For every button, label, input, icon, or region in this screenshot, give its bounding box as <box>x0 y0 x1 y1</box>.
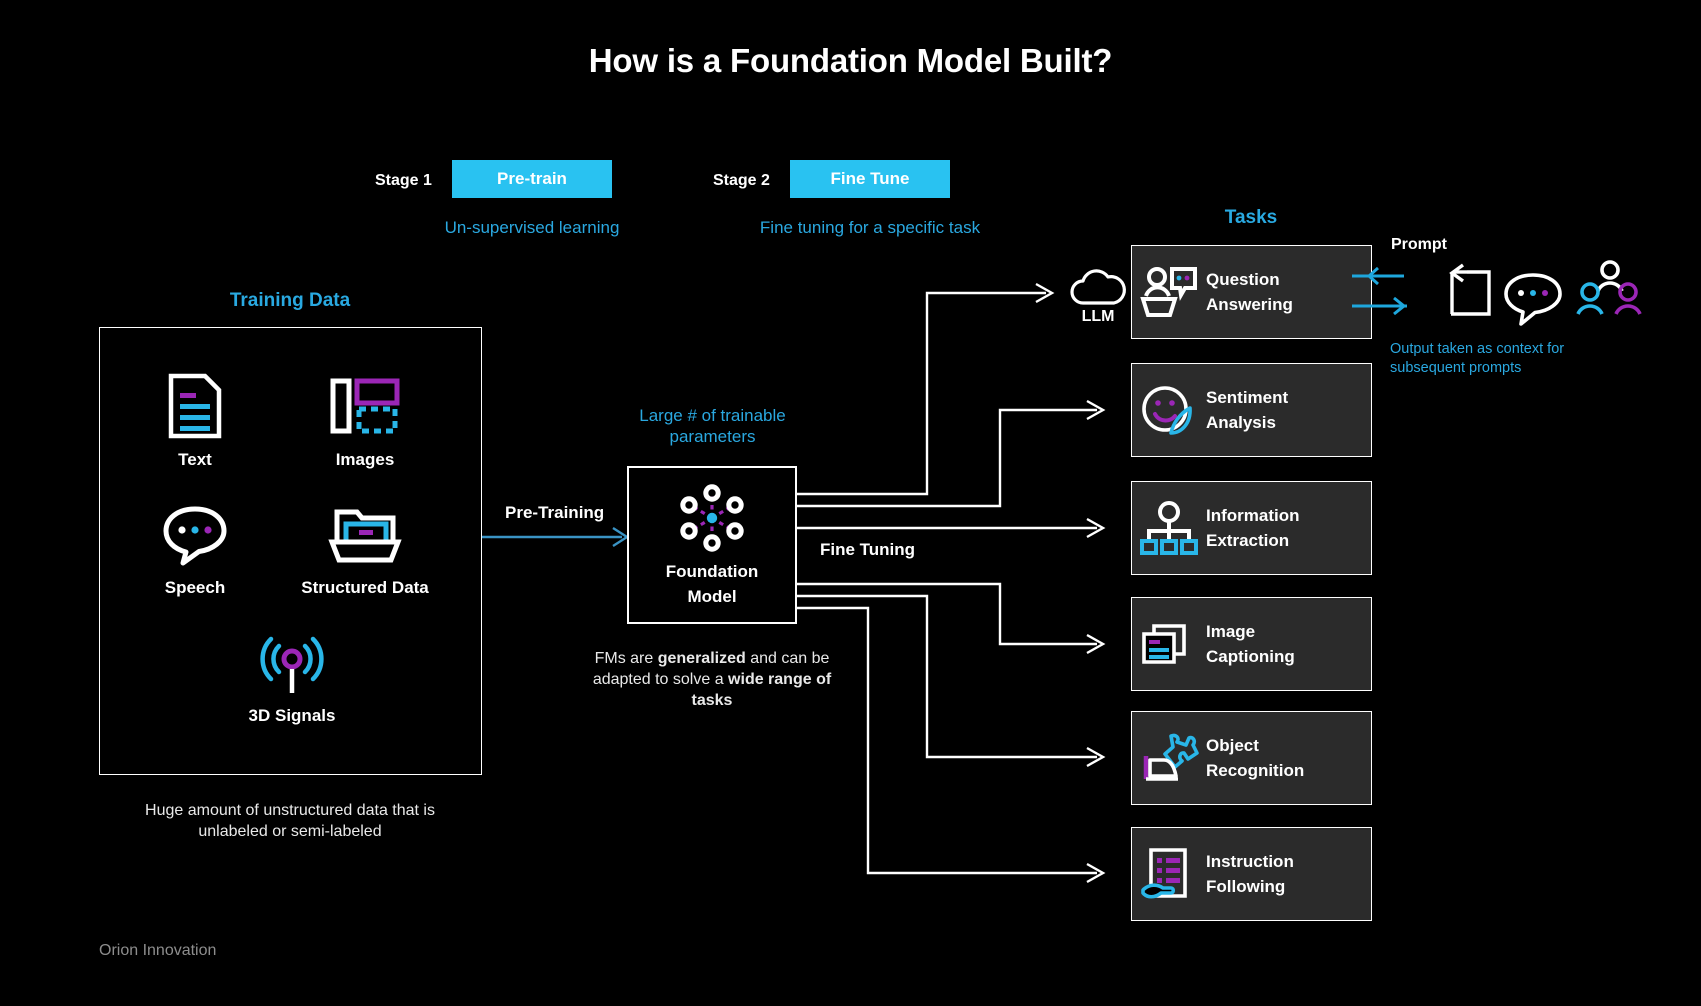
task-label-sentiment-analysis: Sentiment Analysis <box>1206 385 1288 436</box>
foundation-model-note: FMs are generalized and can be adapted t… <box>592 648 832 711</box>
task-card-sentiment-analysis[interactable]: Sentiment Analysis <box>1131 363 1372 457</box>
network-nodes-icon <box>674 482 750 554</box>
document-icon <box>135 370 255 442</box>
prompt-note: Output taken as context for subsequent p… <box>1390 341 1565 377</box>
task-card-question-answering[interactable]: Question Answering <box>1131 245 1372 339</box>
puzzle-scan-icon <box>1132 732 1206 784</box>
prompt-label: Prompt <box>1391 236 1447 253</box>
speech-bubble-icon <box>135 498 255 570</box>
fm-note-part2: and can be adapted to solve a <box>592 650 830 689</box>
tasks-heading: Tasks <box>1224 207 1278 228</box>
task-line1: Instruction <box>1206 851 1294 871</box>
loop-arrow-icon <box>1449 263 1491 316</box>
task-line2: Analysis <box>1206 413 1276 432</box>
task-line1: Object <box>1206 735 1259 755</box>
task-label-image-captioning: Image Captioning <box>1206 619 1295 670</box>
images-icon <box>300 370 430 442</box>
people-icon <box>1576 260 1642 315</box>
fine-tuning-label: Fine Tuning <box>820 540 916 559</box>
footer-brand: Orion Innovation <box>99 942 217 959</box>
chat-bubble-icon <box>1504 273 1562 326</box>
stage-1-label: Stage 1 <box>375 172 432 190</box>
stage-1-chip-label: Pre-train <box>497 169 567 188</box>
training-data-box <box>99 327 482 775</box>
smiley-analysis-icon <box>1132 383 1206 437</box>
task-card-instruction-following[interactable]: Instruction Following <box>1131 827 1372 921</box>
training-item-text-label: Text <box>178 450 212 469</box>
llm-label: LLM <box>1081 308 1115 325</box>
task-line2: Extraction <box>1206 531 1290 550</box>
foundation-model-label: Foundation Model <box>666 560 759 609</box>
folder-icon <box>285 498 445 570</box>
task-label-information-extraction: Information Extraction <box>1206 503 1300 554</box>
training-data-caption: Huge amount of unstructured data that is… <box>145 802 435 841</box>
task-line2: Captioning <box>1206 647 1295 666</box>
training-item-structured: Structured Data <box>285 498 445 598</box>
prompt-feedback-arrows <box>1352 266 1407 316</box>
fm-note-part1: FMs are <box>594 650 658 667</box>
training-item-speech-label: Speech <box>164 578 226 597</box>
hierarchy-icon <box>1132 501 1206 555</box>
stage-2-chip-label: Fine Tune <box>830 169 910 188</box>
task-line1: Question <box>1206 269 1280 289</box>
image-stack-icon <box>1132 620 1206 668</box>
task-card-image-captioning[interactable]: Image Captioning <box>1131 597 1372 691</box>
fm-note-bold1: generalized <box>657 650 746 667</box>
person-chat-icon <box>1132 266 1206 318</box>
stage-2-text: Stage 2 <box>713 172 770 189</box>
training-item-speech: Speech <box>135 498 255 598</box>
signal-antenna-icon <box>222 626 362 698</box>
trainable-parameters-note: Large # of trainable parameters <box>639 406 786 446</box>
cloud-icon <box>1062 268 1134 306</box>
training-item-text: Text <box>135 370 255 470</box>
task-line2: Following <box>1206 877 1286 896</box>
pre-training-label: Pre-Training <box>505 503 605 522</box>
checklist-hand-icon <box>1132 846 1206 902</box>
training-item-structured-label: Structured Data <box>301 578 429 597</box>
training-item-images: Images <box>300 370 430 470</box>
task-line1: Information <box>1206 505 1300 525</box>
task-card-information-extraction[interactable]: Information Extraction <box>1131 481 1372 575</box>
task-label-question-answering: Question Answering <box>1206 267 1293 318</box>
task-line1: Sentiment <box>1206 387 1289 407</box>
training-item-3dsignals-label: 3D Signals <box>248 706 336 725</box>
task-card-object-recognition[interactable]: Object Recognition <box>1131 711 1372 805</box>
llm-node: LLM <box>1062 268 1134 326</box>
task-line2: Recognition <box>1206 761 1305 780</box>
task-line1: Image <box>1206 621 1256 641</box>
stage-2-chip[interactable]: Fine Tune <box>790 160 950 198</box>
foundation-model-line2: Model <box>687 586 737 606</box>
stage-1-chip[interactable]: Pre-train <box>452 160 612 198</box>
training-item-images-label: Images <box>335 450 395 469</box>
stage-1-text: Stage 1 <box>375 172 432 189</box>
task-label-object-recognition: Object Recognition <box>1206 733 1304 784</box>
training-item-3dsignals: 3D Signals <box>222 626 362 726</box>
foundation-model-line1: Foundation <box>665 562 759 581</box>
task-label-instruction-following: Instruction Following <box>1206 849 1294 900</box>
page-title: How is a Foundation Model Built? <box>588 42 1113 79</box>
stage-2-label: Stage 2 <box>713 172 770 190</box>
training-data-heading: Training Data <box>229 290 351 311</box>
fm-note-bold2: wide range of tasks <box>691 671 832 710</box>
stage-1-subtitle: Un-supervised learning <box>444 218 620 237</box>
stage-2-subtitle: Fine tuning for a specific task <box>759 218 981 237</box>
task-line2: Answering <box>1206 295 1293 314</box>
foundation-model-box: Foundation Model <box>627 466 797 624</box>
